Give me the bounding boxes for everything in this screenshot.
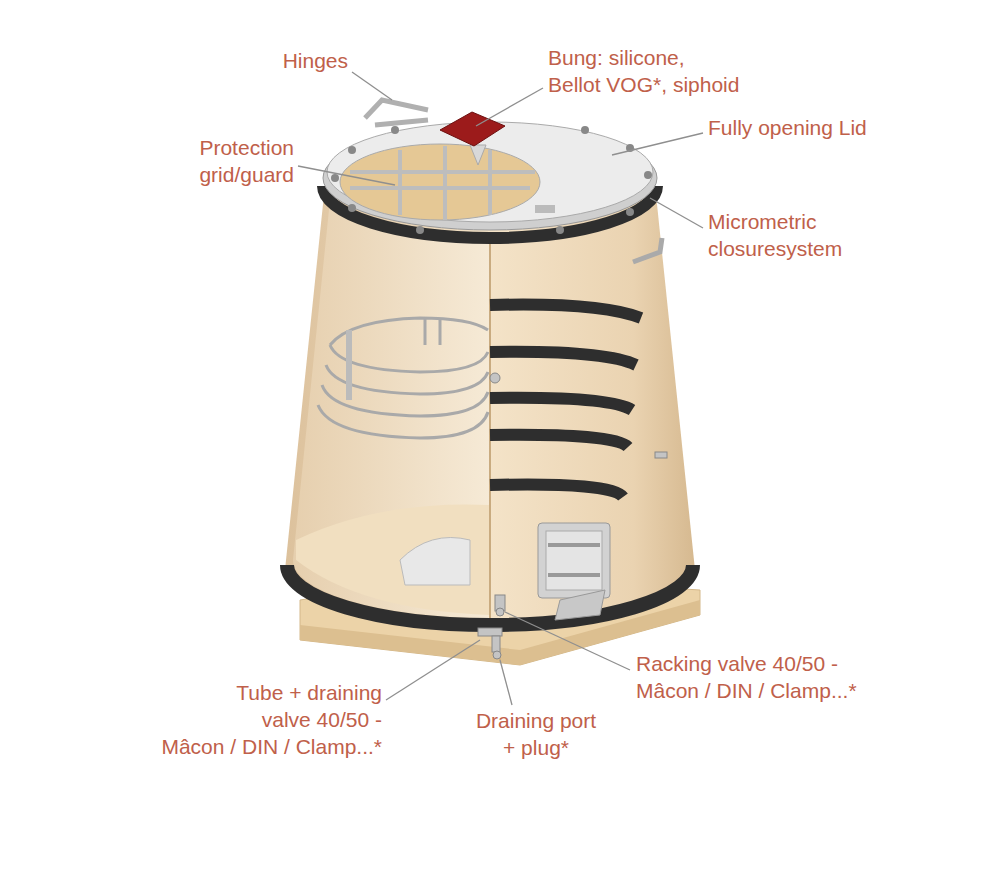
part-label: Bung: silicone, Bellot VOG*, siphoid bbox=[548, 44, 739, 98]
label-line: Bellot VOG*, siphoid bbox=[548, 71, 739, 98]
lid bbox=[323, 122, 657, 234]
label-line: Protection bbox=[199, 134, 294, 161]
inner-door bbox=[400, 538, 470, 586]
label-line: valve 40/50 - bbox=[161, 706, 382, 733]
label-line: Hinges bbox=[283, 47, 348, 74]
part-label: Protection grid/guard bbox=[199, 134, 294, 188]
label-line: Tube + draining bbox=[161, 679, 382, 706]
part-label: Micrometric closuresystem bbox=[708, 208, 842, 262]
hinges bbox=[365, 100, 428, 125]
vat-body bbox=[285, 185, 695, 632]
part-label: Draining port + plug* bbox=[476, 707, 596, 761]
hoops bbox=[287, 305, 693, 625]
label-line: closuresystem bbox=[708, 235, 842, 262]
part-label: Racking valve 40/50 - Mâcon / DIN / Clam… bbox=[636, 650, 857, 704]
label-line: + plug* bbox=[476, 734, 596, 761]
part-label: Hinges bbox=[283, 47, 348, 74]
leader-lines bbox=[298, 72, 703, 705]
side-handle bbox=[633, 238, 662, 262]
valves bbox=[478, 373, 667, 659]
part-label: Fully opening Lid bbox=[708, 114, 867, 141]
door bbox=[538, 523, 610, 620]
label-line: Racking valve 40/50 - bbox=[636, 650, 857, 677]
part-label: Tube + draining valve 40/50 - Mâcon / DI… bbox=[161, 679, 382, 760]
label-line: Micrometric bbox=[708, 208, 842, 235]
label-line: Fully opening Lid bbox=[708, 114, 867, 141]
label-line: grid/guard bbox=[199, 161, 294, 188]
label-line: Mâcon / DIN / Clamp...* bbox=[636, 677, 857, 704]
bung bbox=[440, 112, 505, 165]
label-line: Mâcon / DIN / Clamp...* bbox=[161, 733, 382, 760]
cutaway-interior bbox=[293, 200, 490, 618]
cooling-coil bbox=[318, 318, 488, 438]
label-line: Bung: silicone, bbox=[548, 44, 739, 71]
label-line: Draining port bbox=[476, 707, 596, 734]
